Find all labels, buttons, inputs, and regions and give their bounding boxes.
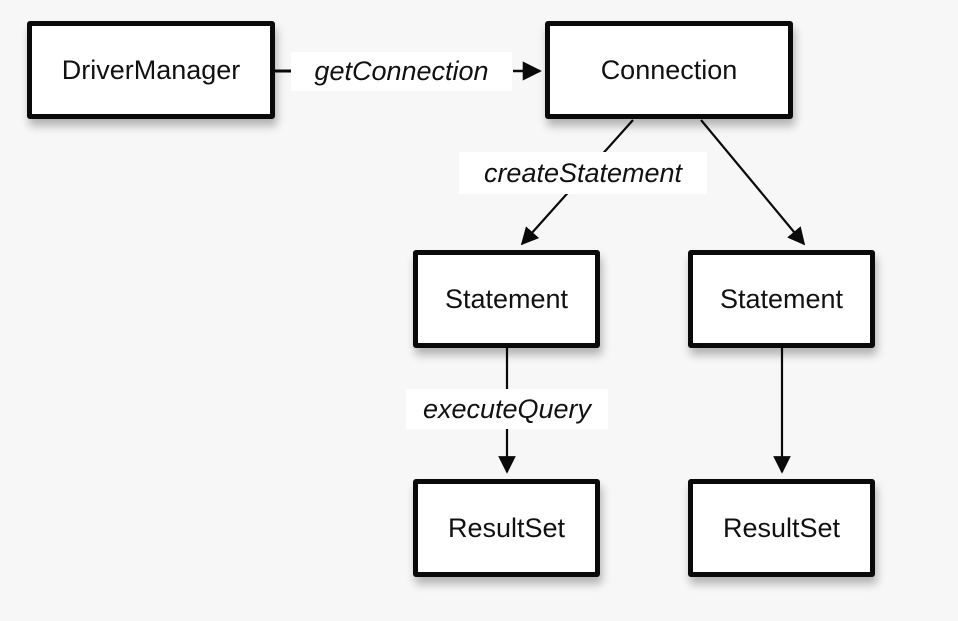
node-resultset-right: ResultSet — [688, 479, 875, 577]
edge-label-getconnection: getConnection — [291, 52, 512, 91]
node-resultset-left: ResultSet — [413, 479, 600, 577]
edge-label-createstatement: createStatement — [459, 152, 707, 194]
node-drivermanager: DriverManager — [27, 21, 275, 119]
node-statement-right: Statement — [688, 250, 875, 348]
arrow-connection-statement-right-icon — [700, 119, 806, 246]
node-connection: Connection — [545, 21, 793, 119]
edge-label-executequery: executeQuery — [406, 389, 608, 429]
node-statement-left: Statement — [413, 250, 600, 348]
